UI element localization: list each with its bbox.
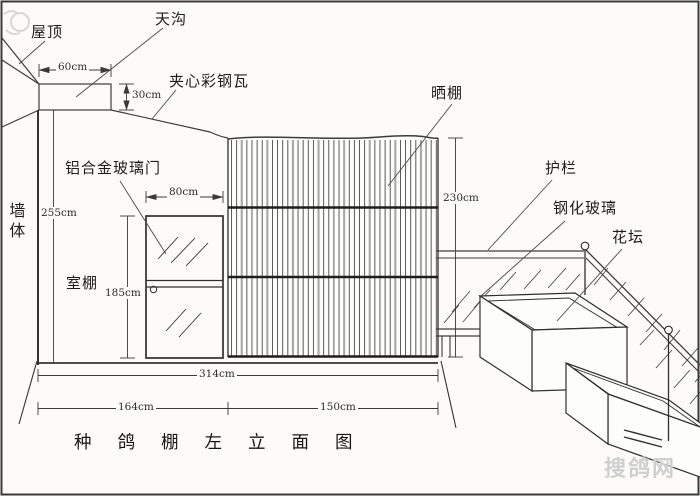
drawing-title: 种鸽棚左立面图 [74,433,379,453]
dim-door-height: 185cm [103,287,143,300]
post-ball [664,325,673,335]
label-roof: 屋顶 [31,23,64,41]
label-sandwich-steel-tile: 夹心彩钢瓦 [169,72,250,90]
watermark-logo-icon [3,10,30,35]
label-tempered-glass: 钢化玻璃 [553,199,618,217]
label-gutter: 天沟 [155,10,188,28]
planter-box-1 [478,292,629,393]
label-aluminum-glass-door: 铝合金玻璃门 [65,159,162,177]
dim-total-width: 314cm [197,368,237,381]
label-guardrail: 护栏 [545,159,578,177]
planter-box-2 [565,361,700,478]
guardrail-posts [580,241,673,441]
glass-hatch [593,267,700,405]
panel-top-edge [227,134,439,140]
gutter-box [38,83,112,111]
post-ball [580,241,590,251]
dim-door-width: 80cm [167,186,201,199]
watermark-text: 搜鸽网 [604,457,677,482]
dim-indoor-shed-width: 164cm [116,401,156,414]
perspective-guardrail [585,249,700,405]
dim-sun-shed-width: 150cm [318,401,358,414]
leader-lines [18,27,623,322]
corrugated-panel [227,134,439,358]
dim-gutter-width: 60cm [56,61,90,74]
dim-gutter-height: 30cm [130,89,164,102]
door-glass-hatch [157,236,209,338]
door-handle [149,285,158,294]
dim-sun-shed-height: 230cm [441,192,481,205]
label-indoor-shed: 室棚 [66,274,99,292]
label-sun-shed: 晒棚 [431,84,464,102]
roof-lines [1,37,229,139]
glass-door [145,215,224,359]
front-guardrail [436,250,584,357]
dim-wall-height: 255cm [39,207,79,220]
label-flower-bed: 花坛 [612,228,645,246]
wall-and-floor [18,110,457,429]
label-wall: 墙体 [6,202,26,242]
